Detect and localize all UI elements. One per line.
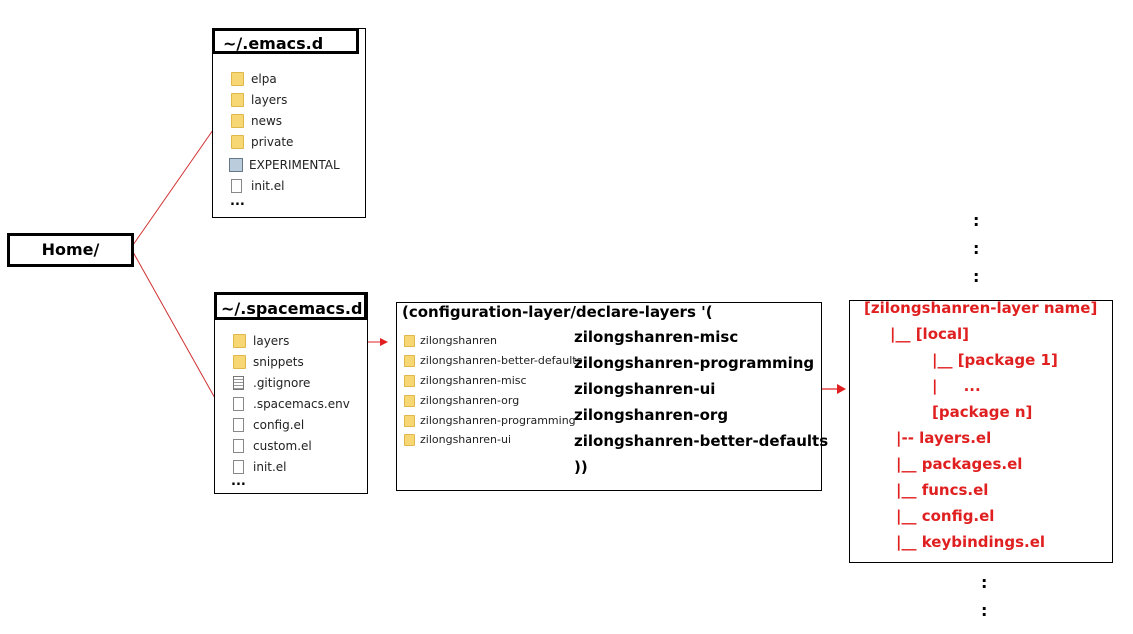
text-file-icon xyxy=(233,376,244,390)
file-icon xyxy=(233,397,244,411)
folder-icon xyxy=(404,433,415,446)
layer-folder-org[interactable]: zilongshanren-org xyxy=(404,394,519,407)
emacs-d-title-text: ~/.emacs.d xyxy=(223,34,324,53)
emacs-item-news[interactable]: news xyxy=(231,114,282,128)
ellipsis-colon-bottom-1: : xyxy=(981,573,988,592)
spacemacs-item-custom[interactable]: custom.el xyxy=(233,439,312,453)
home-label: Home/ xyxy=(41,240,100,259)
ellipsis-colon-bottom-2: : xyxy=(981,601,988,620)
spacemacs-item-gitignore[interactable]: .gitignore xyxy=(233,376,310,390)
ellipsis-colon-top-1: : xyxy=(973,211,980,230)
folder-icon xyxy=(404,354,415,367)
layer-folder-misc[interactable]: zilongshanren-misc xyxy=(404,374,527,387)
file-icon xyxy=(233,460,244,474)
folder-icon xyxy=(404,394,415,407)
folder-icon xyxy=(231,93,244,107)
layer-structure-line-name: [zilongshanren-layer name] xyxy=(864,299,1098,317)
declared-layer-better-defaults: zilongshanren-better-defaults xyxy=(574,432,829,450)
emacs-more-ellipsis: ... xyxy=(230,194,245,209)
file-icon xyxy=(231,179,242,193)
layer-folder-ui[interactable]: zilongshanren-ui xyxy=(404,433,511,446)
folder-icon xyxy=(404,374,415,387)
folder-icon xyxy=(231,114,244,128)
experimental-file-icon xyxy=(229,158,243,172)
layer-structure-line-layers-el: |-- layers.el xyxy=(896,429,992,447)
spacemacs-d-title-text: ~/.spacemacs.d xyxy=(221,299,363,318)
folder-icon xyxy=(231,72,244,86)
layer-folder-programming[interactable]: zilongshanren-programming xyxy=(404,414,576,427)
file-icon xyxy=(233,418,244,432)
folder-icon xyxy=(404,414,415,427)
layer-folder-better-defaults[interactable]: zilongshanren-better-defaults xyxy=(404,354,582,367)
layer-structure-line-funcs-el: |__ funcs.el xyxy=(896,481,989,499)
layer-structure-line-dots: | ... xyxy=(932,377,981,395)
spacemacs-d-title: ~/.spacemacs.d xyxy=(214,292,367,320)
declared-layer-org: zilongshanren-org xyxy=(574,406,729,424)
file-icon xyxy=(233,439,244,453)
layer-structure-line-packagen: [package n] xyxy=(932,403,1033,421)
folder-icon xyxy=(233,334,246,348)
home-node: Home/ xyxy=(7,233,134,267)
emacs-item-init[interactable]: init.el xyxy=(231,179,285,193)
emacs-item-layers[interactable]: layers xyxy=(231,93,287,107)
layer-structure-line-keybindings-el: |__ keybindings.el xyxy=(896,533,1046,551)
declare-layers-header: (configuration-layer/declare-layers '( xyxy=(402,303,713,321)
declared-layer-programming: zilongshanren-programming xyxy=(574,354,815,372)
layer-structure-line-local: |__ [local] xyxy=(890,325,970,343)
declared-layer-misc: zilongshanren-misc xyxy=(574,328,739,346)
emacs-item-elpa[interactable]: elpa xyxy=(231,72,277,86)
ellipsis-colon-top-3: : xyxy=(973,267,980,286)
layer-structure-line-packages-el: |__ packages.el xyxy=(896,455,1023,473)
declared-layer-ui: zilongshanren-ui xyxy=(574,380,716,398)
folder-icon xyxy=(231,135,244,149)
layer-structure-line-package1: |__ [package 1] xyxy=(932,351,1058,369)
emacs-d-title: ~/.emacs.d xyxy=(212,28,359,54)
declare-layers-closing: )) xyxy=(574,458,588,476)
declare-layers-panel xyxy=(396,302,822,491)
spacemacs-item-snippets[interactable]: snippets xyxy=(233,355,304,369)
folder-icon xyxy=(404,334,415,347)
spacemacs-item-env[interactable]: .spacemacs.env xyxy=(233,397,350,411)
spacemacs-item-init[interactable]: init.el xyxy=(233,460,287,474)
emacs-item-private[interactable]: private xyxy=(231,135,293,149)
layer-structure-line-config-el: |__ config.el xyxy=(896,507,995,525)
spacemacs-item-config[interactable]: config.el xyxy=(233,418,304,432)
spacemacs-item-layers[interactable]: layers xyxy=(233,334,289,348)
layers-arrowhead xyxy=(380,338,388,346)
ellipsis-colon-top-2: : xyxy=(973,239,980,258)
folder-icon xyxy=(233,355,246,369)
ui-arrowhead xyxy=(837,384,846,394)
layer-folder-zilongshanren[interactable]: zilongshanren xyxy=(404,334,497,347)
home-to-emacs-line xyxy=(132,129,214,246)
spacemacs-more-ellipsis: ... xyxy=(231,474,246,489)
layer-structure-panel xyxy=(849,300,1113,563)
home-to-spacemacs-line xyxy=(132,251,217,401)
emacs-item-experimental[interactable]: EXPERIMENTAL xyxy=(229,158,340,172)
